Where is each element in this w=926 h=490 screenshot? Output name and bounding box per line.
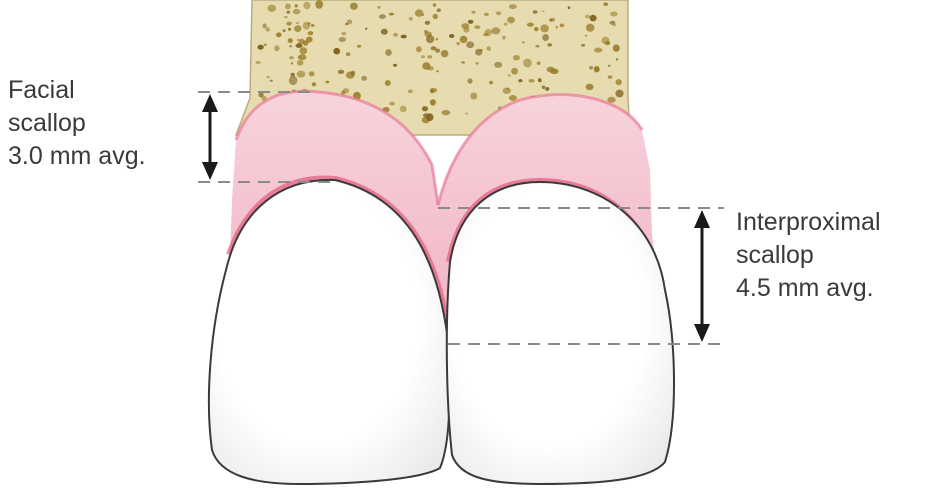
facial-arrow [202,94,218,180]
facial-scallop-label: Facial scallop 3.0 mm avg. [8,74,146,173]
interproximal-label-line3: 4.5 mm avg. [736,272,881,305]
interproximal-label-line2: scallop [736,239,881,272]
right-tooth [447,182,674,484]
facial-label-line3: 3.0 mm avg. [8,140,146,173]
facial-label-line1: Facial [8,74,146,107]
interproximal-arrow [694,210,710,342]
facial-label-line2: scallop [8,107,146,140]
interproximal-scallop-label: Interproximal scallop 4.5 mm avg. [736,206,881,305]
interproximal-label-line1: Interproximal [736,206,881,239]
